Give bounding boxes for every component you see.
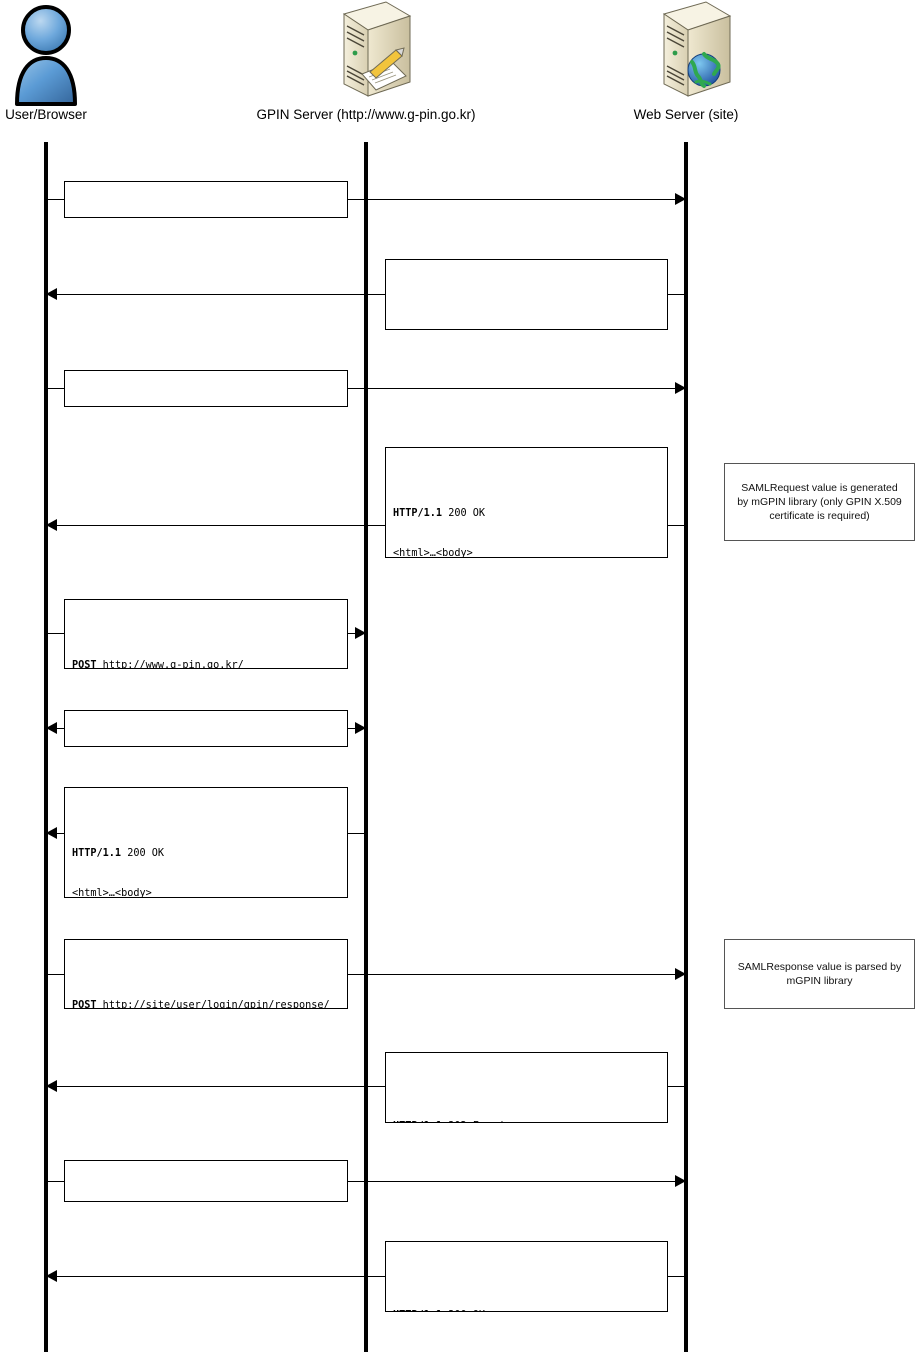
- m5-line0-bold: POST: [72, 660, 97, 669]
- arrowhead-m11: [46, 1270, 57, 1282]
- m7-line0-bold: HTTP/1.1: [72, 848, 122, 860]
- arrow-line-m4: [46, 525, 686, 526]
- m8-line0-bold: POST: [72, 1000, 97, 1009]
- lifeline-user: [44, 142, 48, 1352]
- note-samlrequest-text: SAMLRequest value is generated by mGPIN …: [737, 482, 902, 522]
- message-box-m4: HTTP/1.1 200 OK <html>…<body> <form meth…: [385, 447, 668, 558]
- arrowhead-m3: [675, 382, 686, 394]
- message-box-m2: HTTP/1.1 302 Found Location: /user/login…: [385, 259, 668, 330]
- arrow-line-m10: [46, 1181, 686, 1182]
- arrowhead-m4: [46, 519, 57, 531]
- m11-line0-bold: HTTP/1.1: [393, 1310, 442, 1311]
- m4-line1-text: <html>…<body>: [393, 548, 473, 558]
- server-pen-icon: [314, 0, 418, 104]
- arrow-line-m2: [46, 294, 686, 295]
- message-box-m5: POST http://www.g-pin.go.kr/ VerifyReque…: [64, 599, 348, 669]
- lifeline-web-server: [684, 142, 688, 1352]
- lifeline-gpin-server: [364, 142, 368, 1352]
- m4-line0-bold: HTTP/1.1: [393, 508, 443, 520]
- m11-line0-text: 200 OK: [442, 1310, 485, 1311]
- m9-line0-text: 302 Found: [442, 1121, 503, 1122]
- arrow-line-m11: [46, 1276, 686, 1277]
- message-box-m7: HTTP/1.1 200 OK <html>…<body> <form meth…: [64, 787, 348, 898]
- arrow-line-m8: [46, 974, 686, 975]
- arrowhead-m5: [355, 627, 366, 639]
- note-samlrequest: SAMLRequest value is generated by mGPIN …: [724, 463, 915, 541]
- message-box-m1: GET http://site/protected/page/ HTTP1.1: [64, 181, 348, 218]
- arrowhead-m9: [46, 1080, 57, 1092]
- arrowhead-m1: [675, 193, 686, 205]
- actor-user: User/Browser: [0, 0, 92, 124]
- m8-line0-text: http://site/user/login/gpin/response/: [96, 1000, 330, 1009]
- actor-user-label: User/Browser: [5, 107, 87, 122]
- note-samlresponse: SAMLResponse value is parsed by mGPIN li…: [724, 939, 915, 1009]
- arrowhead-m6-left: [46, 722, 57, 734]
- message-box-m10: GET http://site/protected/page/ HTTP1.1 …: [64, 1160, 348, 1202]
- arrowhead-m6-right: [355, 722, 366, 734]
- arrowhead-m8: [675, 968, 686, 980]
- actor-gpin-server: GPIN Server (http://www.g-pin.go.kr): [246, 0, 486, 124]
- message-box-m3: GET http://site/user/login/gpin/ HTTP1.1: [64, 370, 348, 407]
- m7-line1-text: <html>…<body>: [72, 888, 152, 898]
- actor-web-server: Web Server (site): [586, 0, 786, 124]
- message-box-m11: HTTP/1.1 200 OK <html>…</html>: [385, 1241, 668, 1312]
- note-samlresponse-text: SAMLResponse value is parsed by mGPIN li…: [737, 961, 902, 987]
- m7-line0-text: 200 OK: [121, 848, 165, 860]
- m5-line0-text: http://www.g-pin.go.kr/: [96, 660, 244, 669]
- m9-line0-bold: HTTP/1.1: [393, 1121, 442, 1122]
- arrowhead-m7: [46, 827, 57, 839]
- arrowhead-m10: [675, 1175, 686, 1187]
- message-box-m6: Authentication: [64, 710, 348, 747]
- arrowhead-m2: [46, 288, 57, 300]
- actor-web-server-label: Web Server (site): [633, 107, 739, 122]
- message-box-m9: HTTP/1.1 302 Found Location: /protected/…: [385, 1052, 668, 1123]
- arrow-line-m1: [46, 199, 686, 200]
- message-box-m8: POST http://site/user/login/gpin/respons…: [64, 939, 348, 1009]
- m4-line0-text: 200 OK: [442, 508, 486, 520]
- user-icon: [11, 0, 81, 108]
- arrow-line-m3: [46, 388, 686, 389]
- actor-gpin-server-label: GPIN Server (http://www.g-pin.go.kr): [256, 107, 476, 122]
- server-globe-icon: [634, 0, 738, 104]
- arrow-line-m9: [46, 1086, 686, 1087]
